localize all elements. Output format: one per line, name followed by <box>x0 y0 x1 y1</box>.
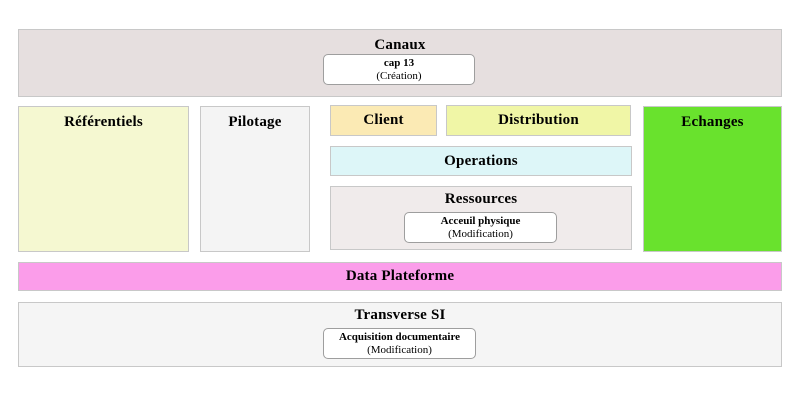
block-referentiels-title: Référentiels <box>64 114 143 130</box>
capability-card-note: (Modification) <box>448 228 513 240</box>
block-echanges-title: Echanges <box>681 114 744 130</box>
capability-card-acceuil-physique[interactable]: Acceuil physique (Modification) <box>404 212 557 243</box>
block-operations-title: Operations <box>444 152 518 169</box>
block-referentiels: Référentiels <box>18 106 189 252</box>
capability-card-note: (Création) <box>376 70 422 82</box>
block-ressources-title: Ressources <box>444 191 518 207</box>
capability-card-name: cap 13 <box>383 57 415 69</box>
block-distribution-title: Distribution <box>498 112 579 128</box>
block-data-plateforme: Data Plateforme <box>18 262 782 291</box>
block-ressources: Ressources Acceuil physique (Modificatio… <box>330 186 632 250</box>
block-canaux: Canaux cap 13 (Création) <box>18 29 782 97</box>
block-client-title: Client <box>363 112 404 128</box>
capability-card-acquisition-documentaire[interactable]: Acquisition documentaire (Modification) <box>323 328 476 359</box>
block-data-plateforme-title: Data Plateforme <box>345 268 455 284</box>
capability-card-cap13[interactable]: cap 13 (Création) <box>323 54 475 85</box>
block-echanges: Echanges <box>643 106 782 252</box>
capability-card-name: Acceuil physique <box>440 215 521 227</box>
block-client: Client <box>330 105 437 136</box>
block-transverse-si: Transverse SI Acquisition documentaire (… <box>18 302 782 367</box>
block-transverse-si-title: Transverse SI <box>354 307 446 323</box>
block-canaux-title: Canaux <box>374 37 426 53</box>
capability-card-note: (Modification) <box>367 344 432 356</box>
block-pilotage: Pilotage <box>200 106 310 252</box>
block-pilotage-title: Pilotage <box>228 114 282 130</box>
capability-card-name: Acquisition documentaire <box>338 331 461 343</box>
block-distribution: Distribution <box>446 105 631 136</box>
block-operations: Operations <box>330 146 632 176</box>
